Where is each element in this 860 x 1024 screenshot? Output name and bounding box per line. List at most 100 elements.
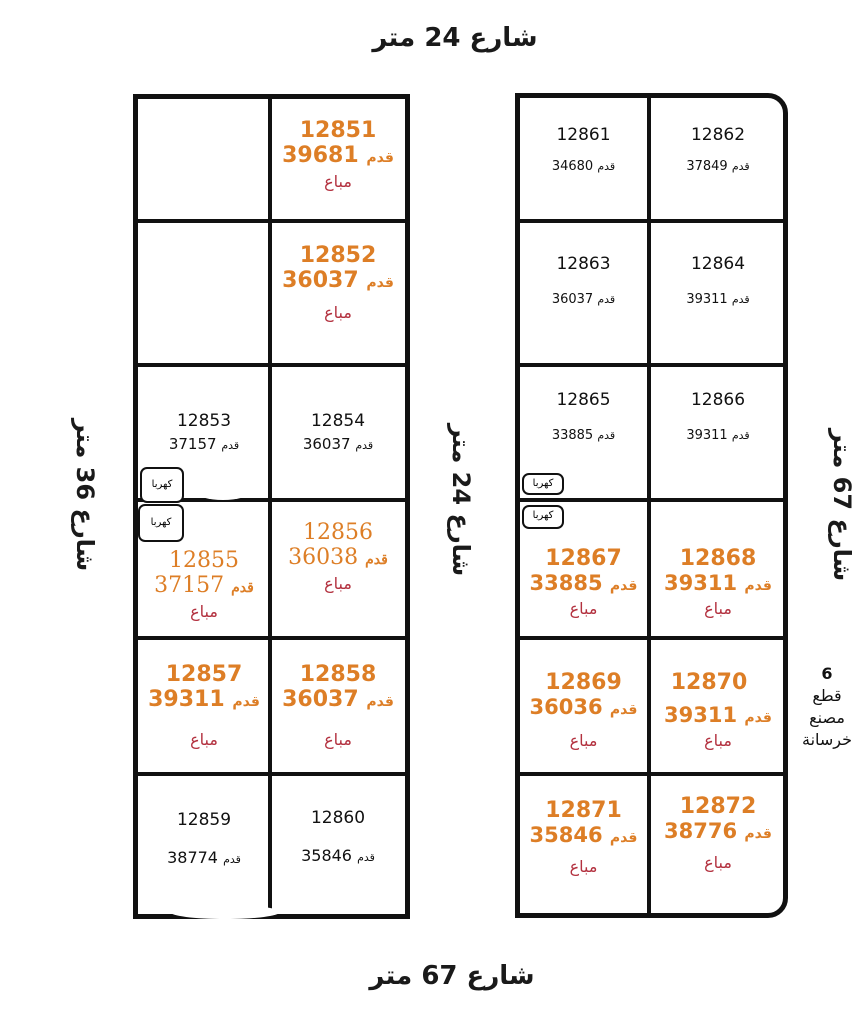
- electricity-box: كهربا: [522, 505, 564, 529]
- plot-status: مباع: [324, 172, 352, 191]
- electricity-box: كهربا: [140, 467, 184, 503]
- plot-12865[interactable]: 12865 33885 قدم: [520, 390, 647, 443]
- plot-number: 12851: [299, 118, 377, 143]
- plot-status: مباع: [324, 303, 352, 322]
- left-row-divider: [136, 498, 407, 502]
- plot-number: 12852: [299, 243, 377, 268]
- plot-area: 33885 قدم: [551, 428, 616, 443]
- plot-12868[interactable]: 12868 39311 قدم مباع: [651, 546, 785, 618]
- side-note: 6 قطع مصنع خرسانة: [794, 663, 860, 751]
- plot-number: 12866: [690, 390, 746, 410]
- plot-12851[interactable]: 12851 39681 قدم مباع: [272, 118, 404, 191]
- plot-area: 36037 قدم: [282, 687, 394, 712]
- plot-number: 12862: [690, 125, 746, 145]
- right-block-divider: [647, 96, 651, 915]
- plot-status: مباع: [704, 731, 732, 750]
- plot-status: مباع: [704, 599, 732, 618]
- plot-area: 39681 قدم: [282, 143, 394, 168]
- plot-12871[interactable]: 12871 35846 قدم مباع: [520, 798, 647, 876]
- plot-area: 35846 قدم: [301, 846, 375, 865]
- plot-area: 39311 قدم: [686, 428, 750, 443]
- plot-area: 39311 قدم: [664, 571, 772, 595]
- plot-number: 12872: [679, 794, 757, 819]
- plot-number: 12858: [299, 662, 377, 687]
- left-row-divider: [136, 636, 407, 640]
- plot-12864[interactable]: 12864 39311 قدم: [651, 254, 785, 307]
- plot-status: مباع: [190, 602, 218, 621]
- left-row-divider: [136, 772, 407, 776]
- plot-12861[interactable]: 12861 34680 قدم: [520, 125, 647, 174]
- plot-number: 12871: [545, 798, 622, 823]
- plot-area: 39311 قدم: [664, 703, 772, 727]
- plot-area: 36037 قدم: [282, 268, 394, 293]
- left-block-divider: [268, 97, 272, 916]
- smudge-mark: [560, 340, 608, 360]
- plot-number: 12855: [169, 548, 239, 573]
- plot-number: 12861: [556, 125, 611, 145]
- note-line: خرسانة: [801, 730, 853, 749]
- plot-area: 35846 قدم: [529, 823, 638, 847]
- plot-12859[interactable]: 12859 38774 قدم: [140, 810, 268, 867]
- note-count: 6: [821, 664, 833, 683]
- plot-12856[interactable]: 12856 36038 قدم مباع: [272, 520, 404, 593]
- street-label-top: شارع 24 متر: [372, 23, 538, 53]
- plot-number: 12854: [310, 411, 366, 431]
- plot-12866[interactable]: 12866 39311 قدم: [651, 390, 785, 443]
- note-line: مصنع: [809, 708, 845, 727]
- electricity-box: كهربا: [138, 504, 184, 542]
- plot-area: 38774 قدم: [167, 848, 241, 867]
- plot-number: 12865: [556, 390, 611, 410]
- plot-area: 39311 قدم: [686, 292, 750, 307]
- smudge-mark: [170, 905, 280, 919]
- plot-12867[interactable]: 12867 33885 قدم مباع: [520, 546, 647, 618]
- plot-number: 12863: [556, 254, 611, 274]
- left-row-divider: [136, 363, 407, 367]
- smudge-mark: [196, 484, 250, 500]
- plot-12869[interactable]: 12869 36036 قدم مباع: [520, 670, 647, 750]
- plot-number: 12853: [176, 411, 232, 431]
- plot-12862[interactable]: 12862 37849 قدم: [651, 125, 785, 174]
- plot-area: 36037 قدم: [551, 292, 616, 307]
- plot-number: 12859: [176, 810, 232, 830]
- plot-12857[interactable]: 12857 39311 قدم مباع: [140, 662, 268, 749]
- plot-status: مباع: [704, 853, 732, 872]
- right-row-divider: [518, 636, 785, 640]
- plot-area: 37157 قدم: [168, 435, 240, 453]
- plot-area: 34680 قدم: [551, 159, 616, 174]
- right-row-divider: [518, 219, 785, 223]
- electricity-box: كهربا: [522, 473, 564, 495]
- plot-number: 12868: [679, 546, 757, 571]
- plot-number: 12856: [303, 520, 373, 545]
- plot-status: مباع: [190, 730, 218, 749]
- street-label-bottom: شارع 67 متر: [369, 961, 535, 991]
- plot-area: 39311 قدم: [148, 687, 260, 712]
- plot-status: مباع: [324, 574, 352, 593]
- plot-12854[interactable]: 12854 36037 قدم: [272, 411, 404, 453]
- plot-12852[interactable]: 12852 36037 قدم مباع: [272, 243, 404, 322]
- plot-12863[interactable]: 12863 36037 قدم: [520, 254, 647, 307]
- plot-area: 38776 قدم: [664, 819, 772, 843]
- plot-status: مباع: [569, 731, 598, 750]
- street-label-middle: شارع 24 متر: [447, 423, 475, 577]
- plot-12860[interactable]: 12860 35846 قدم: [272, 808, 404, 865]
- plot-12858[interactable]: 12858 36037 قدم مباع: [272, 662, 404, 749]
- plot-status: مباع: [569, 857, 598, 876]
- plot-area: 37849 قدم: [686, 159, 750, 174]
- plot-status: مباع: [569, 599, 598, 618]
- plot-number: 12870: [670, 670, 748, 695]
- plot-number: 12869: [545, 670, 622, 695]
- street-label-right: شارع 67 متر: [828, 428, 856, 582]
- plot-12870[interactable]: 12870 39311 قدم مباع: [651, 670, 785, 750]
- left-row-divider: [136, 219, 407, 223]
- plot-area: 36037 قدم: [302, 435, 374, 453]
- plot-12855[interactable]: 12855 37157 قدم مباع: [140, 548, 268, 621]
- plot-12853[interactable]: 12853 37157 قدم: [140, 411, 268, 453]
- plot-area: 37157 قدم: [154, 573, 254, 598]
- plot-number: 12857: [165, 662, 243, 687]
- note-line: قطع: [812, 686, 842, 705]
- right-row-divider: [518, 363, 785, 367]
- plot-12872[interactable]: 12872 38776 قدم مباع: [651, 794, 785, 872]
- plot-area: 33885 قدم: [529, 571, 638, 595]
- plot-area: 36038 قدم: [288, 545, 388, 570]
- plot-number: 12864: [690, 254, 746, 274]
